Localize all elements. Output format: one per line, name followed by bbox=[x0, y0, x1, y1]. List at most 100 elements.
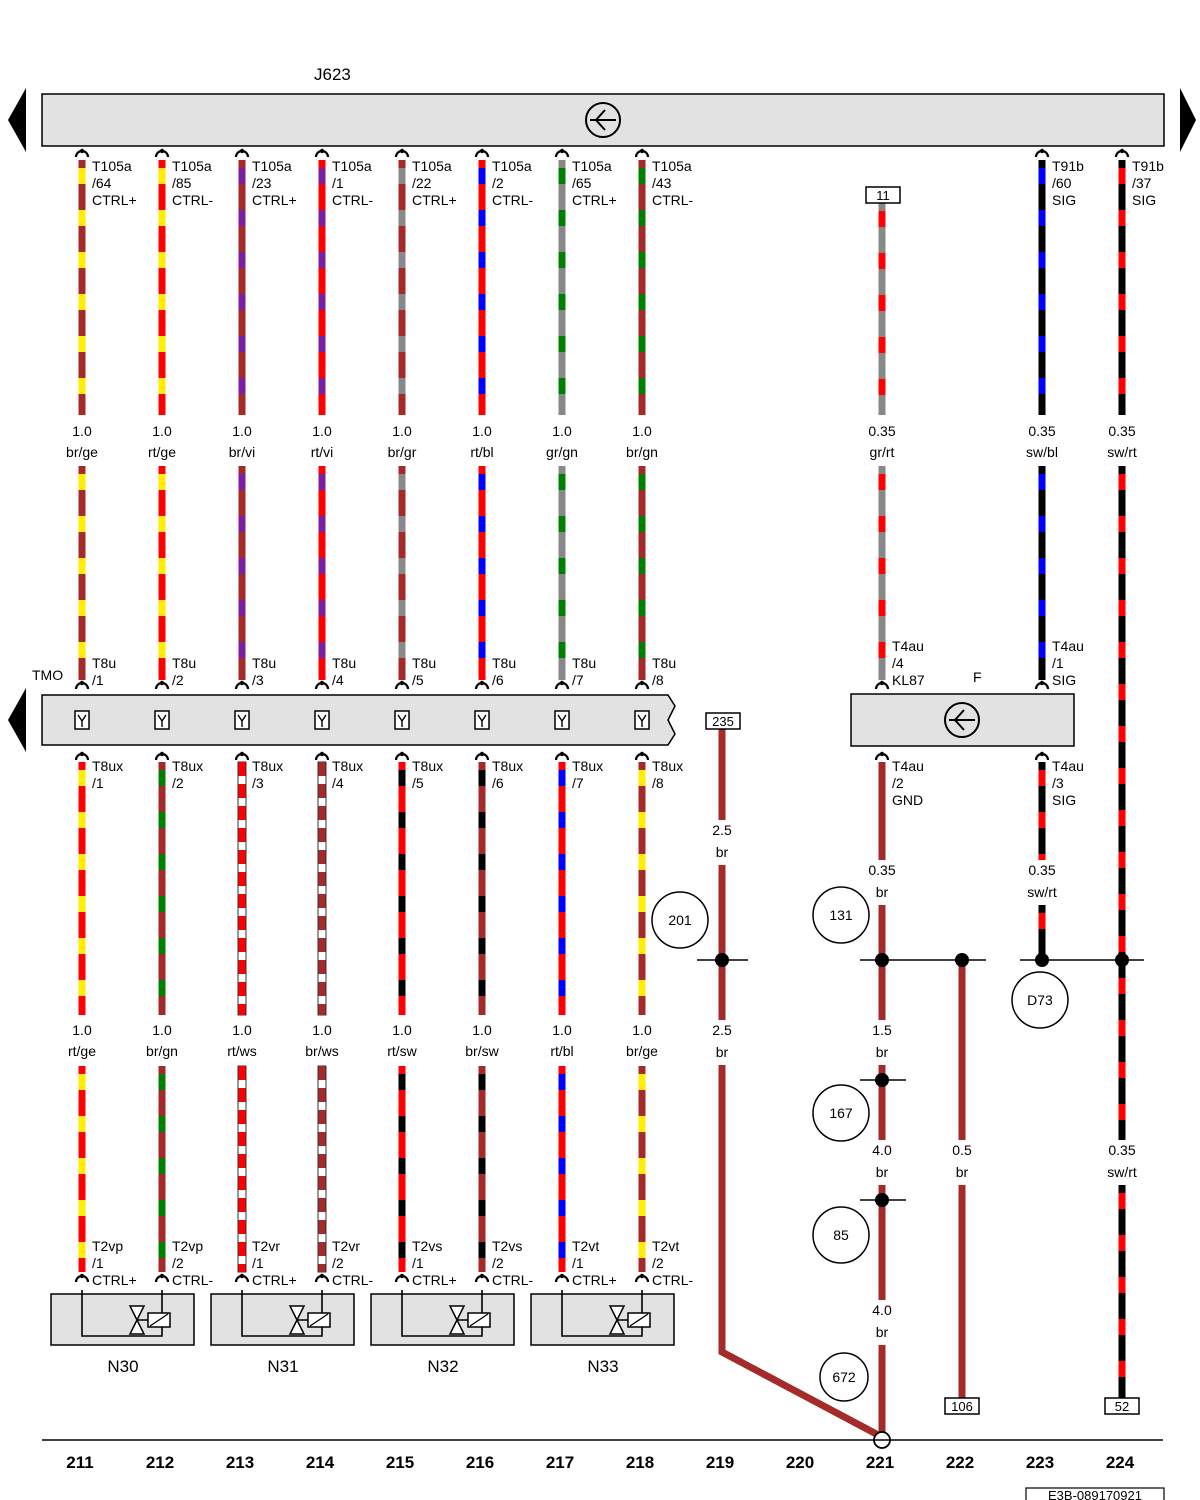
ecu-pin-label: T91b bbox=[1052, 158, 1084, 174]
tmo-connector-icon bbox=[74, 710, 90, 730]
ecu-pin-label: T105a bbox=[412, 158, 452, 174]
wire-color-label: br/sw bbox=[465, 1043, 499, 1059]
ecu-pin-number: /65 bbox=[572, 175, 592, 191]
ecu-pin-label: T91b bbox=[1132, 158, 1164, 174]
wire-color-label: br/vi bbox=[229, 444, 255, 460]
valve-n33[interactable]: N33 bbox=[530, 1290, 675, 1376]
svg-text:4.0: 4.0 bbox=[872, 1142, 892, 1158]
wire-size-label: 1.0 bbox=[552, 1022, 572, 1038]
circle-ref-201[interactable]: 201 bbox=[651, 891, 709, 949]
valve-pin-number: /1 bbox=[572, 1255, 584, 1271]
tmo-bottom-pin-hook-3-dot bbox=[239, 751, 245, 757]
wire-size-label: 1.0 bbox=[312, 423, 332, 439]
track-number: 222 bbox=[946, 1453, 974, 1472]
tmo-pin-label: T8ux bbox=[172, 758, 203, 774]
svg-text:E3B-089170921: E3B-089170921 bbox=[1048, 1488, 1142, 1500]
f-pin-label: T4au bbox=[1052, 638, 1084, 654]
tmo-connector-icon bbox=[234, 710, 250, 730]
tmo-top-pin-hook-6-dot bbox=[479, 680, 485, 686]
tmo-pin-number: /4 bbox=[332, 775, 344, 791]
tmo-pin-number: /6 bbox=[492, 775, 504, 791]
tmo-pin-number: /1 bbox=[92, 672, 104, 688]
tmo-pin-number: /5 bbox=[412, 672, 424, 688]
svg-text:1.5: 1.5 bbox=[872, 1022, 892, 1038]
wire-color-label: rt/bl bbox=[470, 444, 493, 460]
wire-size-label: 1.0 bbox=[72, 1022, 92, 1038]
f-switch-symbol-icon bbox=[944, 702, 980, 738]
circle-ref-d73[interactable]: D73 bbox=[1011, 971, 1069, 1029]
wire-color-label: rt/ge bbox=[68, 1043, 96, 1059]
wire-lower-4-a bbox=[317, 761, 327, 1016]
ecu-pin-number: /60 bbox=[1052, 175, 1072, 191]
valve-pin-label: T2vs bbox=[492, 1238, 522, 1254]
wire-size-label: 0.35 bbox=[868, 423, 895, 439]
valve-label-n32: N32 bbox=[427, 1357, 458, 1376]
tmo-pin-number: /7 bbox=[572, 672, 584, 688]
circle-ref-85[interactable]: 85 bbox=[812, 1206, 870, 1264]
ecu-pin-number: /22 bbox=[412, 175, 432, 191]
valve-n32[interactable]: N32 bbox=[370, 1290, 515, 1376]
tmo-pin-label: T8ux bbox=[332, 758, 363, 774]
ecu-pin-function: SIG bbox=[1132, 192, 1156, 208]
tmo-pin-label: T8u bbox=[92, 655, 116, 671]
valve-pin-number: /2 bbox=[172, 1255, 184, 1271]
ref-box-52[interactable]: 52 bbox=[1104, 1397, 1140, 1415]
ecu-pin-function: CTRL+ bbox=[572, 192, 617, 208]
svg-text:106: 106 bbox=[951, 1399, 973, 1414]
tmo-top-pin-hook-8-dot bbox=[639, 680, 645, 686]
tmo-bottom-pin-hook-8-dot bbox=[639, 751, 645, 757]
f-pin-function: SIG bbox=[1052, 672, 1076, 688]
ecu-pin-number: /85 bbox=[172, 175, 192, 191]
tmo-bottom-pin-hook-7-dot bbox=[559, 751, 565, 757]
tmo-pin-number: /3 bbox=[252, 775, 264, 791]
track-number: 224 bbox=[1106, 1453, 1135, 1472]
svg-text:br: br bbox=[956, 1164, 969, 1180]
ecu-pin-hook-8-dot bbox=[639, 148, 645, 154]
wire-size-label: 0.35 bbox=[1028, 423, 1055, 439]
tmo-pin-label: T8ux bbox=[252, 758, 283, 774]
valve-label-n33: N33 bbox=[587, 1357, 618, 1376]
page-next-arrow-icon[interactable] bbox=[1180, 88, 1196, 152]
ref-box-11[interactable]: 11 bbox=[865, 186, 901, 204]
tmo-pin-number: /3 bbox=[252, 672, 264, 688]
valve-pin-function: CTRL+ bbox=[252, 1272, 297, 1288]
ecu-pin-label: T105a bbox=[492, 158, 532, 174]
track-number: 221 bbox=[866, 1453, 894, 1472]
valve-pin-hook-4-dot bbox=[319, 1273, 325, 1279]
ecu-pin-hook-10-dot bbox=[1119, 148, 1125, 154]
tmo-pin-number: /8 bbox=[652, 775, 664, 791]
valve-pin-hook-3-dot bbox=[239, 1273, 245, 1279]
ref-box-235[interactable]: 235 bbox=[705, 712, 741, 730]
wire-color-label: rt/ge bbox=[148, 444, 176, 460]
circle-ref-672[interactable]: 672 bbox=[819, 1352, 869, 1402]
tmo-bottom-pin-hook-1-dot bbox=[79, 751, 85, 757]
valve-pin-number: /2 bbox=[332, 1255, 344, 1271]
page-prev-arrow-lower-icon[interactable] bbox=[8, 688, 26, 752]
svg-text:167: 167 bbox=[829, 1105, 853, 1121]
tmo-pin-label: T8ux bbox=[652, 758, 683, 774]
tmo-pin-number: /1 bbox=[92, 775, 104, 791]
valve-n30[interactable]: N30 bbox=[50, 1290, 195, 1376]
ecu-pin-function: CTRL- bbox=[652, 192, 694, 208]
valve-pin-function: CTRL+ bbox=[412, 1272, 457, 1288]
tmo-pin-number: /6 bbox=[492, 672, 504, 688]
f-pin-function: SIG bbox=[1052, 792, 1076, 808]
valve-n31[interactable]: N31 bbox=[210, 1290, 355, 1376]
ecu-pin-function: CTRL- bbox=[492, 192, 534, 208]
ref-box-106[interactable]: 106 bbox=[944, 1397, 980, 1415]
tmo-pin-label: T8u bbox=[492, 655, 516, 671]
wire-size-label: 1.0 bbox=[152, 423, 172, 439]
circle-ref-167[interactable]: 167 bbox=[812, 1084, 870, 1142]
track-number: 213 bbox=[226, 1453, 254, 1472]
solenoid-valve-icon bbox=[288, 1305, 331, 1335]
page-prev-arrow-icon[interactable] bbox=[8, 88, 26, 152]
ecu-pin-number: /1 bbox=[332, 175, 344, 191]
f-pin-number: /4 bbox=[892, 655, 904, 671]
valve-pin-hook-7-dot bbox=[559, 1273, 565, 1279]
valve-pin-label: T2vs bbox=[412, 1238, 442, 1254]
svg-text:br: br bbox=[716, 1044, 729, 1060]
wire-color-label: gr/gn bbox=[546, 444, 578, 460]
wire-size-label: 1.0 bbox=[472, 423, 492, 439]
circle-ref-131[interactable]: 131 bbox=[812, 886, 870, 944]
